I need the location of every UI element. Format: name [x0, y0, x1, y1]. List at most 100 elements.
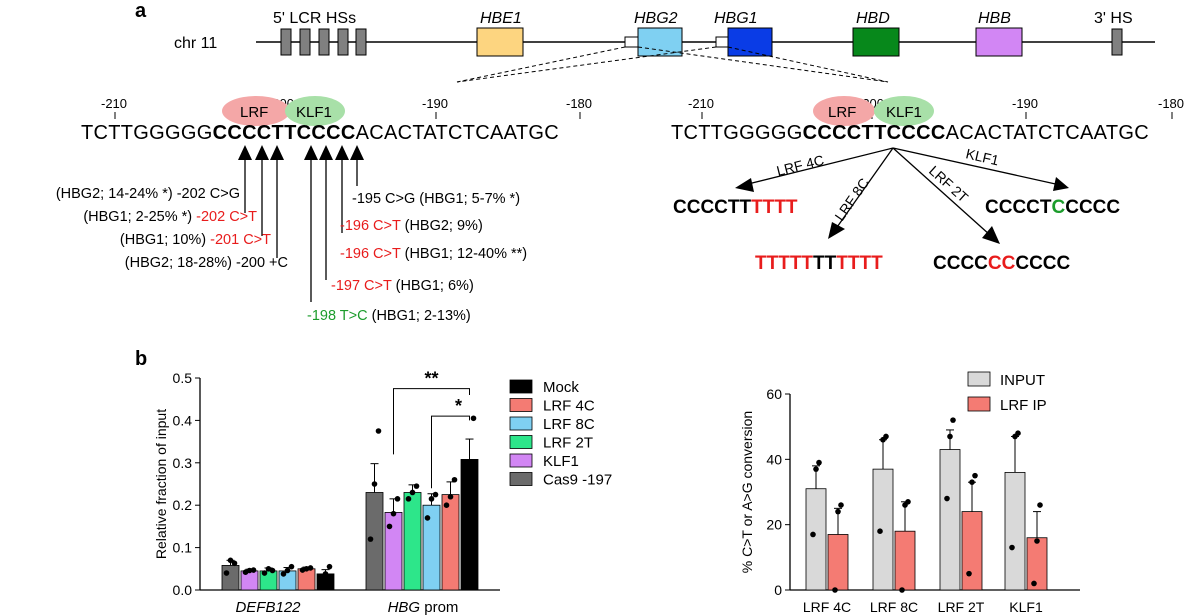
mutation-label: -196 C>T (HBG1; 12-40% **) [340, 246, 527, 262]
data-point [905, 499, 911, 505]
legend-swatch [509, 416, 533, 431]
legend-label: KLF1 [543, 453, 579, 470]
bar [827, 534, 849, 591]
data-point [409, 489, 416, 496]
data-point [424, 515, 431, 521]
data-point [318, 577, 325, 584]
hbg2-promoter-box [624, 36, 639, 48]
data-point [223, 570, 230, 576]
data-point [413, 483, 420, 489]
left-sequence-group: -210 -200 -190 -180 LRF KLF1 TCTTGGGGGCC… [81, 96, 592, 144]
chromosome-label: chr 11 [174, 35, 217, 52]
mutation-label: (HBG2; 18-28%) -200 +C [125, 255, 288, 271]
dna-sequence: TCTTGGGGGCCCCTTCCCCACACTATCTCAATGC [671, 122, 1149, 144]
legend-label: INPUT [1000, 372, 1045, 389]
seq-suffix: ACACTATCTCAATGC [356, 122, 559, 144]
panel-a-label: a [135, 0, 147, 22]
data-point [386, 523, 393, 530]
data-point [288, 563, 295, 570]
tick-label: -180 [1158, 96, 1184, 111]
arrowhead [1053, 177, 1069, 191]
bar [961, 511, 983, 591]
data-point [428, 496, 435, 502]
data-point [1037, 502, 1043, 508]
bar [894, 530, 916, 591]
data-point [394, 496, 401, 502]
editor-arrows [743, 147, 1061, 236]
klf1-label: KLF1 [886, 104, 922, 121]
lcr-hs-box [280, 28, 292, 56]
bar [805, 488, 827, 591]
bar [1026, 537, 1048, 591]
significance-label: ** [424, 369, 438, 389]
arrowhead [350, 145, 364, 160]
hbg2-box [637, 27, 683, 57]
x-category-label: DEFB122 [235, 599, 301, 616]
hbb-box [975, 27, 1023, 57]
bar [384, 512, 403, 591]
legend-swatch [967, 396, 991, 412]
legend-label: LRF 2T [543, 435, 593, 452]
tick-label: -180 [566, 96, 592, 111]
y-axis-label: % C>T or A>G conversion [739, 411, 755, 573]
x-category-label: LRF 2T [938, 599, 985, 615]
data-point [838, 502, 844, 508]
right-sequence-group: -210 -200 -190 -180 LRF KLF1 TCTTGGGGGCC… [671, 96, 1184, 144]
mutation-label: (HBG1; 2-25% *) -202 C>T [83, 209, 257, 225]
bar [460, 459, 479, 591]
mutation-label: -197 C>T (HBG1; 6%) [331, 278, 474, 294]
locus-label-hbb: HBB [978, 10, 1011, 27]
editor-arrow-line [892, 147, 991, 236]
data-point [250, 567, 257, 573]
zoom-line [727, 46, 889, 83]
mutation-texts: (HBG2; 14-24% *) -202 C>G (HBG1; 2-25% *… [56, 186, 527, 324]
legend-label: LRF 4C [543, 398, 595, 415]
x-category-label: LRF 4C [803, 599, 851, 615]
significance-label: * [455, 396, 462, 416]
data-point [972, 472, 978, 479]
klf1-label: KLF1 [296, 104, 332, 121]
mutation-label: -196 C>T (HBG2; 9%) [340, 218, 483, 234]
bar [365, 492, 384, 591]
data-point [443, 502, 450, 509]
data-point [944, 495, 950, 502]
data-point [832, 587, 838, 593]
data-point [284, 567, 291, 574]
legend-label: LRF IP [1000, 397, 1047, 414]
tick-label: -190 [1012, 96, 1038, 111]
y-tick-label: 60 [766, 386, 782, 402]
editor-arrow-line [743, 147, 894, 186]
locus-label-hbd: HBD [856, 10, 890, 27]
edited-seq-lrf2t: CCCCCCCCCC [933, 253, 1071, 274]
bar [441, 494, 460, 591]
x-category-label: LRF 8C [870, 599, 918, 615]
y-tick-label: 0.0 [173, 582, 193, 598]
data-point [947, 433, 953, 440]
data-point [326, 563, 333, 570]
lcr-hs-box [318, 28, 330, 56]
tick-label: -210 [101, 96, 127, 111]
legend-swatch [967, 371, 991, 387]
data-point [371, 481, 378, 487]
legend-label: Cas9 -197 [543, 472, 612, 489]
arrowhead [304, 145, 318, 160]
data-point [1034, 538, 1040, 544]
locus-label-hbg2: HBG2 [634, 10, 678, 27]
data-point [1015, 430, 1021, 437]
legend-label: LRF 8C [543, 416, 595, 433]
editor-label-lrf8c: LRF 8C [831, 175, 872, 224]
data-point [451, 476, 458, 483]
klf1-binding-oval [874, 96, 934, 126]
mutation-label: -198 T>C (HBG1; 2-13%) [307, 308, 471, 324]
lrf-binding-oval [222, 96, 290, 126]
panel-b-label: b [135, 348, 147, 370]
klf1-binding-oval [285, 96, 345, 126]
data-point [816, 459, 822, 466]
arrowhead [982, 226, 1000, 244]
hbd-box [852, 27, 900, 57]
data-point [966, 570, 972, 577]
edited-seq-klf1: CCCCTCCCCC [985, 197, 1120, 218]
data-point [883, 433, 889, 440]
